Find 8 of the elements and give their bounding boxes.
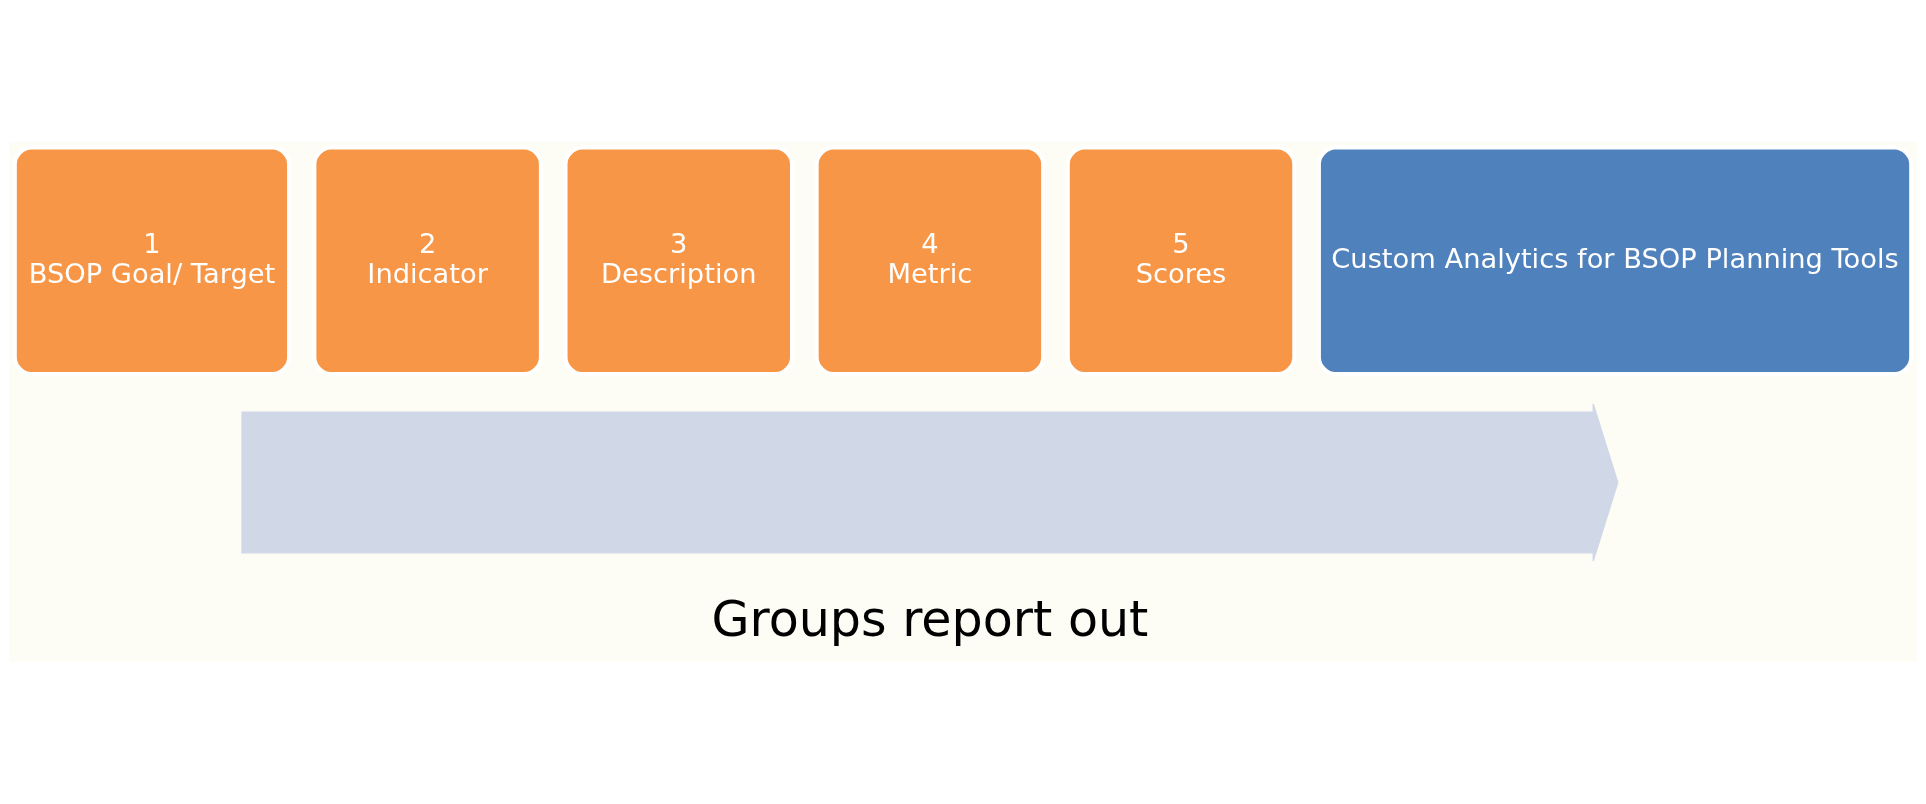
- node-box: Custom Analytics for BSOP Planning Tools: [1316, 145, 1914, 377]
- node-box: 1 BSOP Goal/ Target: [12, 145, 292, 377]
- node-arrow: [241, 403, 1619, 562]
- node-box: 5 Scores: [1065, 145, 1297, 377]
- node-box: 3 Description: [563, 145, 795, 377]
- node-box: 4 Metric: [814, 145, 1046, 377]
- label: Groups report out: [711, 589, 1149, 648]
- node-box: 2 Indicator: [312, 145, 543, 377]
